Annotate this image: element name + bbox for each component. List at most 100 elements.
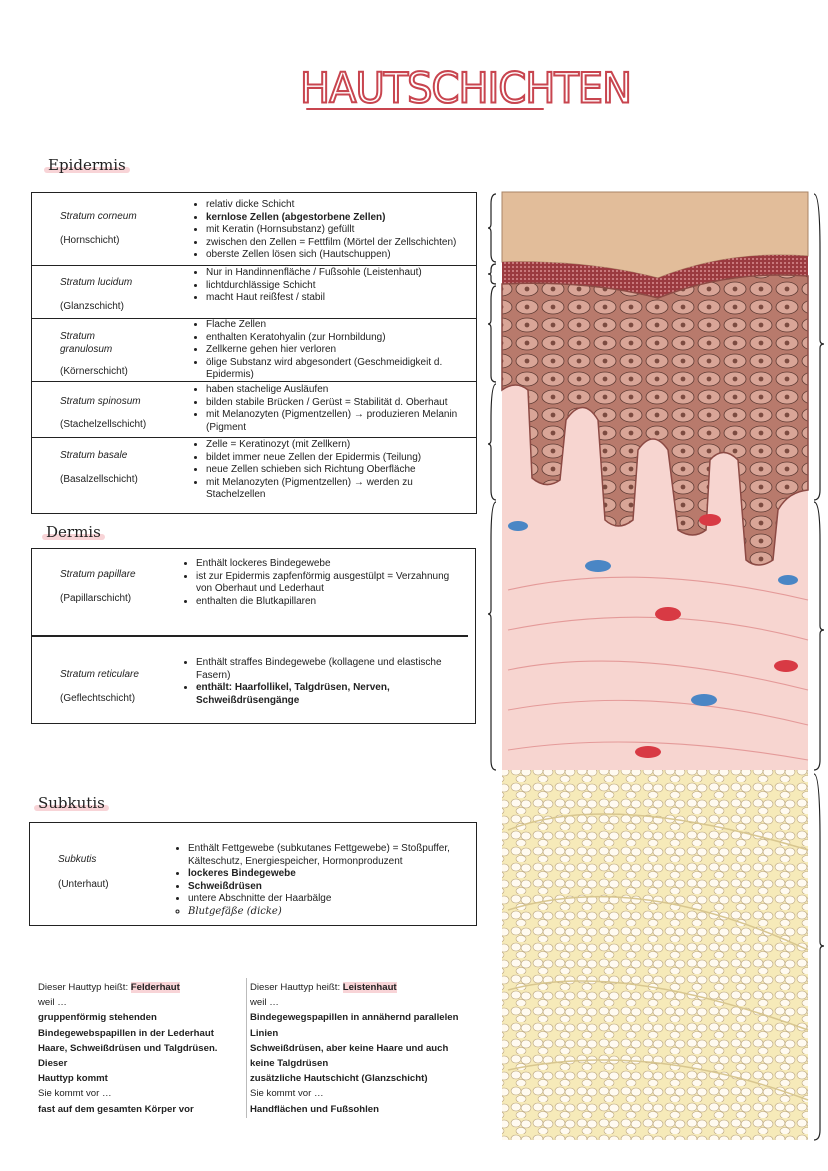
layer-subname: (Unterhaut) [58, 879, 109, 890]
leistenhaut-title: Dieser Hauttyp heißt: Leistenhaut [250, 982, 397, 993]
blood-vessel-red [699, 514, 721, 526]
leistenhaut-line: zusätzliche Hautschicht (Glanzschicht) [250, 1073, 428, 1085]
list-item: macht Haut reißfest / stabil [206, 292, 470, 305]
blood-vessel-red [774, 660, 798, 672]
leistenhaut-where: Handflächen und Fußsohlen [250, 1103, 379, 1115]
layer-items: Nur in Handinnenfläche / Fußsohle (Leist… [192, 267, 470, 305]
leistenhaut-line: Linien [250, 1027, 279, 1039]
layer-row-spinosum: Stratum spinosum (Stachelzellschicht) ha… [32, 381, 476, 438]
subkutis-table: Subkutis (Unterhaut) Enthält Fettgewebe … [29, 822, 477, 926]
blood-vessel-blue [778, 575, 798, 585]
fat-fibers [507, 813, 809, 1101]
list-item: Enthält lockeres Bindegewebe [196, 558, 465, 571]
layer-row-granulosum: Stratum granulosum (Körnerschicht) Flach… [32, 318, 476, 382]
list-item: Flache Zellen [206, 319, 470, 332]
felderhaut-block: Dieser Hauttyp heißt: Felderhaut weil … … [38, 980, 248, 1117]
list-item: enthalten die Blutkapillaren [196, 596, 465, 609]
felderhaut-line: gruppenförmig stehenden [38, 1012, 157, 1024]
list-item: Zellkerne gehen hier verloren [206, 344, 470, 357]
layer-name: Stratum spinosum [60, 396, 141, 407]
layer-row-corneum: Stratum corneum (Hornschicht) relativ di… [32, 193, 476, 266]
list-item: lockeres Bindegewebe [188, 868, 470, 881]
list-item: enthält: Haarfollikel, Talgdrüsen, Nerve… [196, 682, 465, 707]
subkutis-layer [502, 770, 808, 1140]
title-text: HAUTSCHICHTEN [299, 64, 633, 114]
layer-row-reticulare: Stratum reticulare (Geflechtschicht) Ent… [32, 637, 475, 721]
list-item: lichtdurchlässige Schicht [206, 280, 470, 293]
list-item: mit Melanozyten (Pigmentzellen) → werden… [206, 477, 470, 502]
layer-brackets [488, 193, 825, 1141]
felderhaut-line: Haare, Schweißdrüsen und Talgdrüsen. Die… [38, 1042, 218, 1070]
leistenhaut-line: keine Talgdrüsen [250, 1058, 329, 1070]
list-item: zwischen den Zellen = Fettfilm (Mörtel d… [206, 237, 470, 250]
list-item: mit Keratin (Hornsubstanz) gefüllt [206, 224, 470, 237]
cell-layers [501, 274, 809, 566]
blood-vessel-red [635, 746, 661, 758]
list-item: ölige Substanz wird abgesondert (Geschme… [206, 357, 470, 382]
list-item: Enthält Fettgewebe (subkutanes Fettgeweb… [188, 843, 470, 868]
layer-items: Flache Zellen enthalten Keratohyalin (zu… [192, 319, 470, 382]
layer-name: Stratum papillare [60, 569, 136, 580]
dermis-table: Stratum papillare (Papillarschicht) Enth… [31, 548, 476, 724]
list-item: bildet immer neue Zellen der Epidermis (… [206, 452, 470, 465]
list-item: relativ dicke Schicht [206, 199, 470, 212]
layer-name: Stratum basale [60, 450, 128, 461]
layer-items: Enthält Fettgewebe (subkutanes Fettgeweb… [174, 843, 470, 919]
felderhaut-keyword: Felderhaut [130, 982, 180, 993]
felderhaut-where: fast auf dem gesamten Körper vor [38, 1103, 194, 1115]
list-item: Zelle = Keratinozyt (mit Zellkern) [206, 439, 470, 452]
epidermis-heading: Epidermis [44, 156, 130, 174]
leistenhaut-block: Dieser Hauttyp heißt: Leistenhaut weil …… [250, 980, 475, 1117]
layer-name: Subkutis [58, 854, 97, 865]
subkutis-heading-text: Subkutis [38, 794, 105, 812]
list-item: mit Melanozyten (Pigmentzellen) → produz… [206, 409, 470, 434]
layer-row-lucidum: Stratum lucidum (Glanzschicht) Nur in Ha… [32, 265, 476, 319]
leistenhaut-line: Schweißdrüsen, aber keine Haare und auch [250, 1042, 449, 1054]
list-item: kernlose Zellen (abgestorbene Zellen) [206, 212, 470, 225]
layer-name: Stratum corneum [60, 211, 137, 222]
list-item: Nur in Handinnenfläche / Fußsohle (Leist… [206, 267, 470, 280]
blood-vessel-blue [691, 694, 717, 706]
list-item: enthalten Keratohyalin (zur Hornbildung) [206, 332, 470, 345]
layer-items: haben stachelige Ausläufen bilden stabil… [192, 384, 470, 434]
layer-subname: (Papillarschicht) [60, 593, 132, 604]
lucidum-layer [502, 254, 808, 298]
leistenhaut-line: Bindegewegspapillen in annähernd paralle… [250, 1012, 459, 1024]
list-item: Schweißdrüsen [188, 881, 470, 894]
layer-subname: (Glanzschicht) [60, 301, 124, 312]
layer-items: Zelle = Keratinozyt (mit Zellkern) bilde… [192, 439, 470, 502]
subkutis-heading: Subkutis [34, 794, 109, 812]
layer-name: Stratum lucidum [60, 277, 133, 288]
layer-row-papillare: Stratum papillare (Papillarschicht) Enth… [32, 549, 475, 635]
layer-subname: (Hornschicht) [60, 235, 120, 246]
layer-subname: (Geflechtschicht) [60, 693, 136, 704]
list-item: oberste Zellen lösen sich (Hautschuppen) [206, 249, 470, 262]
layer-name: Stratum granulosum [60, 331, 113, 355]
layer-subname: (Basalzellschicht) [60, 474, 138, 485]
list-item: bilden stabile Brücken / Gerüst = Stabil… [206, 397, 470, 410]
column-divider [246, 978, 247, 1118]
leistenhaut-weil: weil … [250, 997, 279, 1009]
layer-row-basale: Stratum basale (Basalzellschicht) Zelle … [32, 437, 476, 511]
leistenhaut-vor: Sie kommt vor … [250, 1088, 324, 1100]
layer-subname: (Stachelzellschicht) [60, 419, 147, 430]
epidermis-table: Stratum corneum (Hornschicht) relativ di… [31, 192, 477, 514]
layer-name: Stratum reticulare [60, 669, 139, 680]
layer-items: relativ dicke Schicht kernlose Zellen (a… [192, 199, 470, 262]
list-item: Blutgefäße (dicke) [188, 906, 470, 919]
layer-subname: (Körnerschicht) [60, 366, 128, 377]
list-item: haben stachelige Ausläufen [206, 384, 470, 397]
felderhaut-line: Bindegewebspapillen in der Lederhaut [38, 1027, 214, 1039]
leistenhaut-keyword: Leistenhaut [342, 982, 397, 993]
title-underline [306, 108, 544, 110]
felderhaut-weil: weil … [38, 997, 67, 1009]
dermis-heading-text: Dermis [46, 523, 101, 541]
dermis-heading: Dermis [42, 523, 105, 541]
felderhaut-line: Hauttyp kommt [38, 1073, 108, 1085]
felderhaut-title: Dieser Hauttyp heißt: Felderhaut [38, 982, 180, 993]
list-item: neue Zellen schieben sich Richtung Oberf… [206, 464, 470, 477]
blood-vessel-blue [585, 560, 611, 572]
blood-vessel-red [655, 607, 681, 621]
list-item: Enthält straffes Bindegewebe (kollagene … [196, 657, 465, 682]
epidermis-heading-text: Epidermis [48, 156, 126, 174]
